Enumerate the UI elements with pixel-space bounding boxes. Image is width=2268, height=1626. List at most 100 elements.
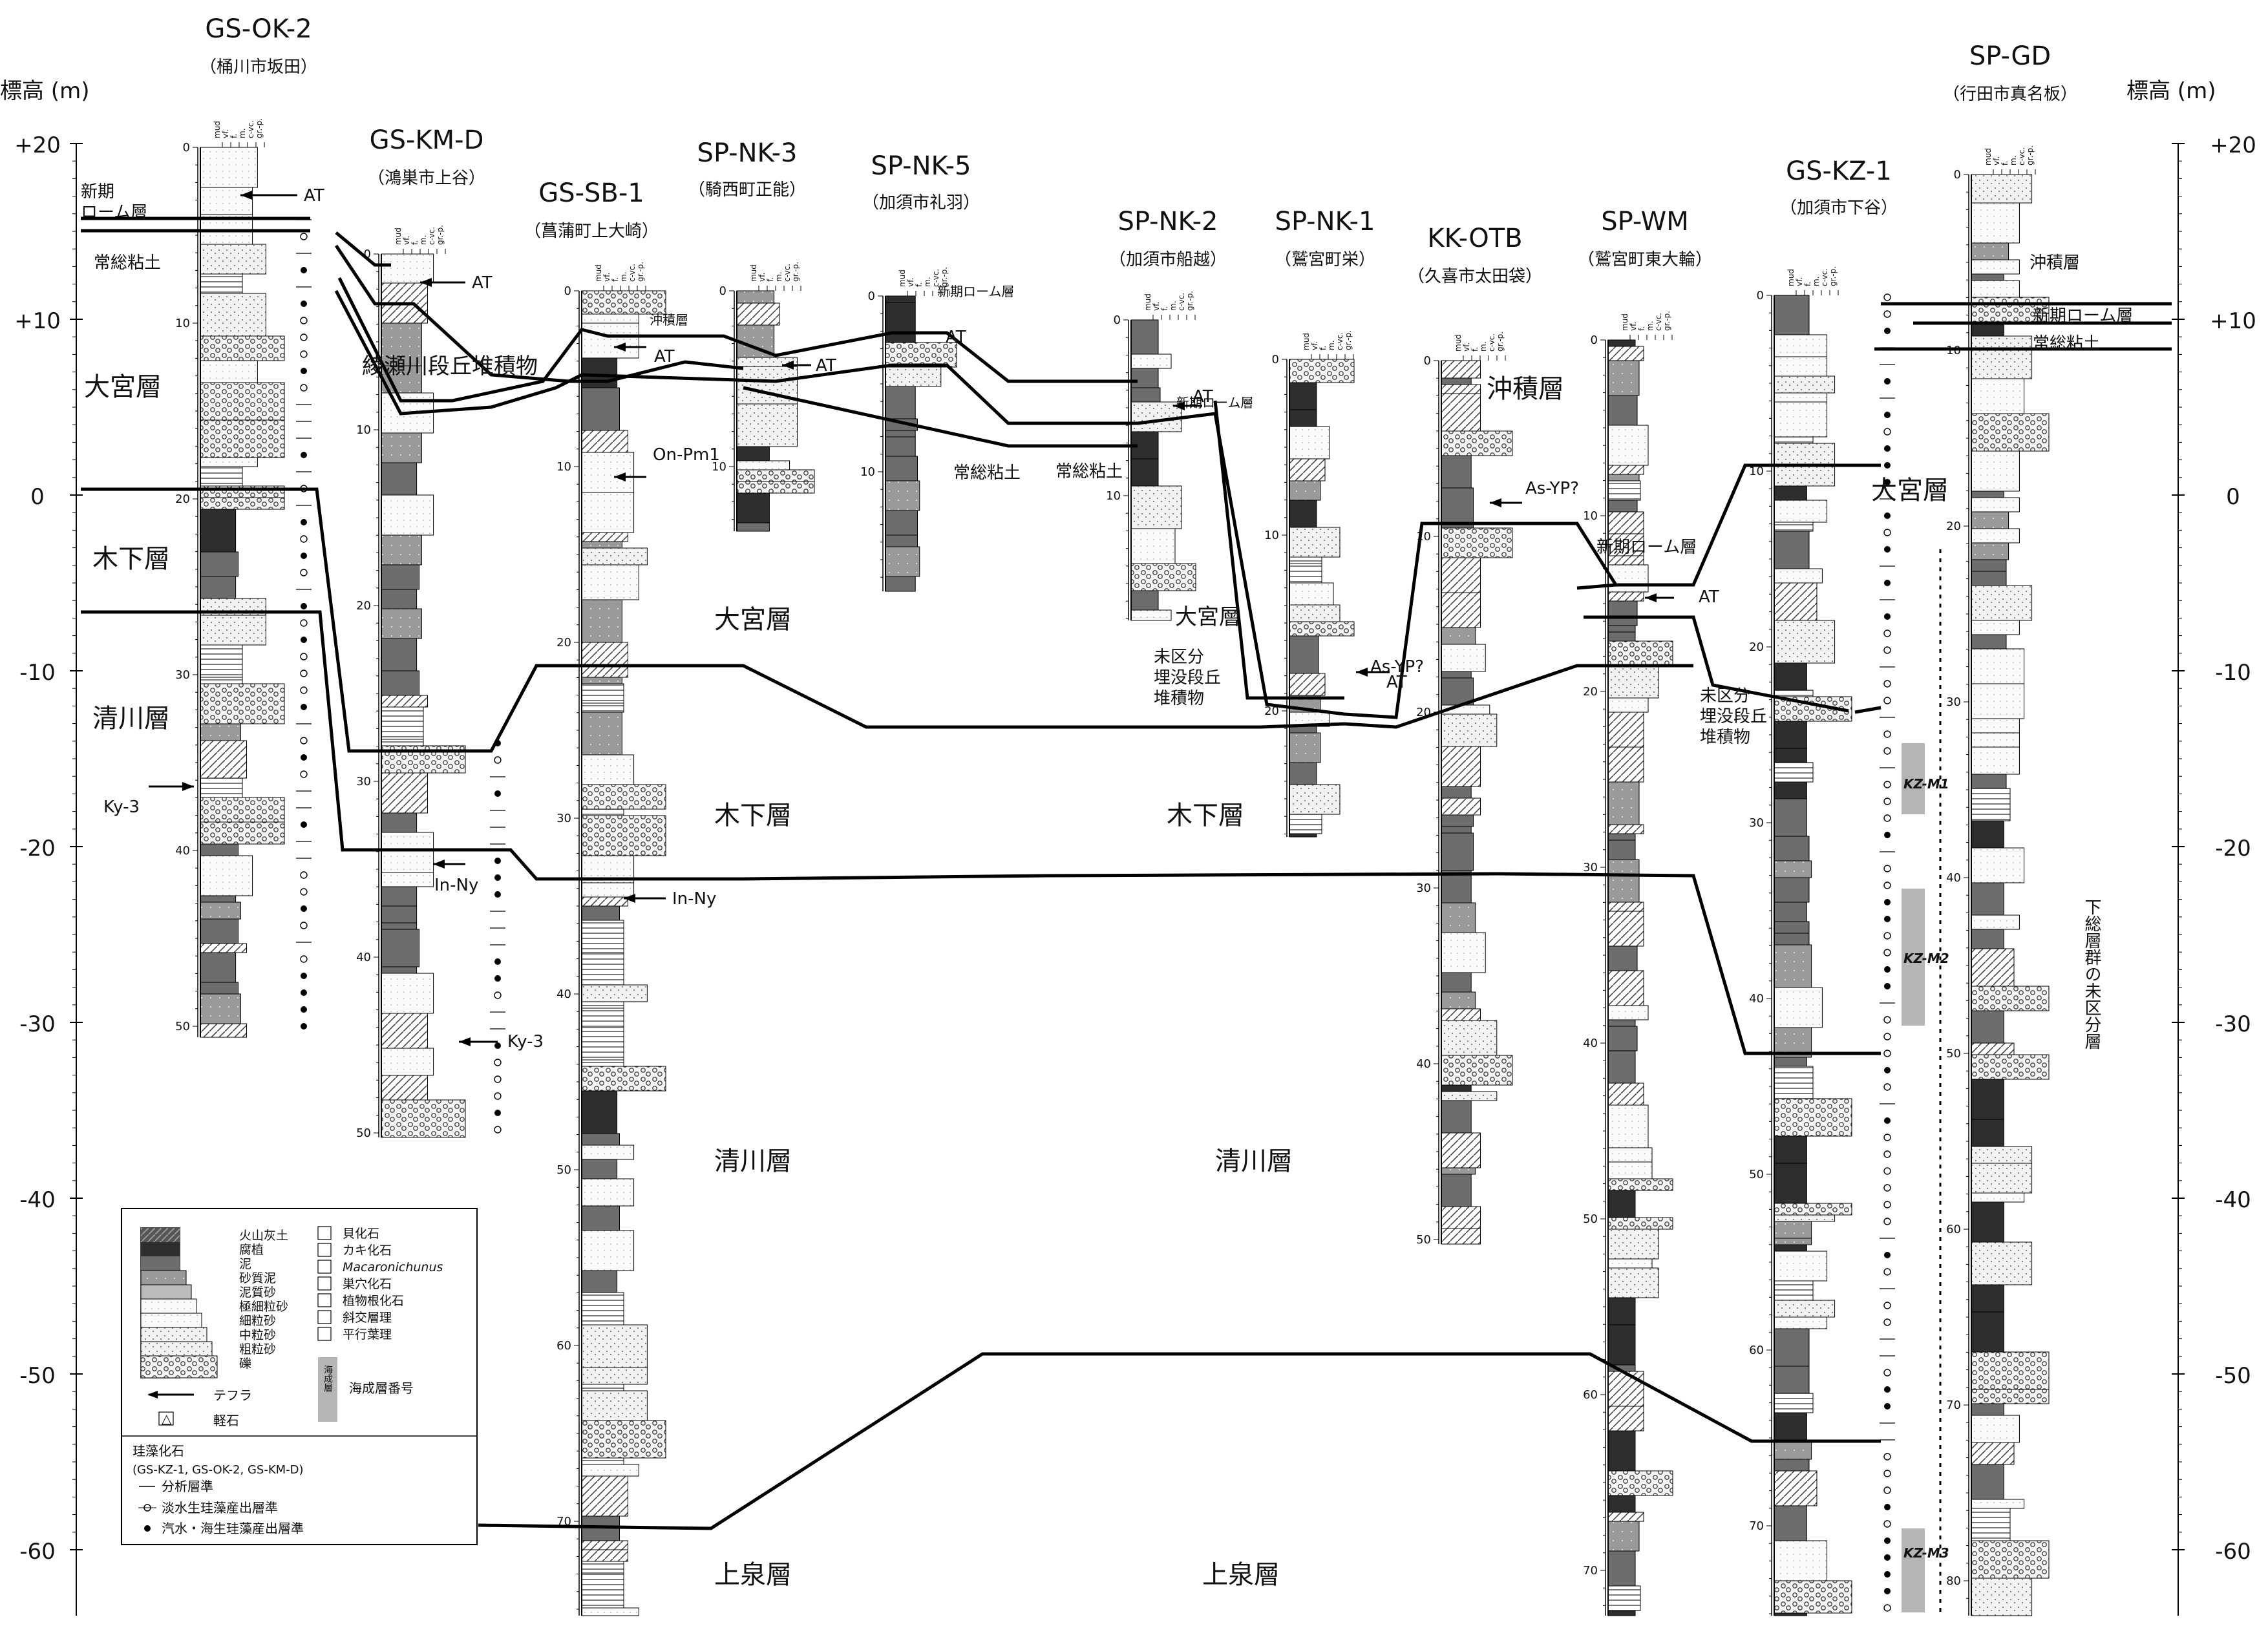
stratum-layer [200,187,253,215]
freshwater-diatom-mark [300,384,308,392]
brackish-diatom-mark [1884,1504,1891,1510]
depth-label: 30 [556,812,571,825]
stratum-layer [1971,491,2004,498]
stratum-layer [1289,784,1341,815]
stratum-layer [381,929,419,967]
tephra-inny-kmd: In-Ny [434,876,478,895]
stratum-layer [381,886,418,907]
stratum-layer [1441,932,1486,973]
freshwater-diatom-mark [1883,797,1891,805]
stratum-layer [1971,1389,2050,1404]
column-header-label: gr.-p. [636,262,645,282]
stratum-layer [1289,673,1326,696]
stratum-layer [1774,1163,1807,1204]
column-header-label: m. [1812,276,1821,286]
stratum-layer [1289,582,1334,606]
title-gs-kz-1: GS-KZ-1 [1786,156,1892,186]
freshwater-diatom-mark [494,1126,502,1134]
legend-diatom-2: 淡水生珪藻産出層準 [162,1500,278,1515]
stratum-layer [1607,911,1644,947]
stratum-layer [1441,384,1481,394]
legend-lithology-item: 火山灰土 [239,1229,288,1243]
stratum-layer [1607,1470,1673,1496]
stratum-layer [1607,395,1638,426]
stratum-layer [1774,334,1828,357]
column-header-label: mud [213,121,222,138]
stratum-layer [1971,732,2020,748]
axis-title-left: 標高 (m) [0,78,89,104]
column-header-label: mud [1620,313,1629,331]
stratum-layer [1607,1324,1636,1366]
depth-label: 20 [1749,640,1764,654]
column-header-label: mud [749,264,758,282]
stratum-layer [1774,1251,1828,1282]
stratum-layer [1607,346,1644,361]
stratum-layer [1774,522,1814,532]
stratum-layer [1774,436,1814,444]
depth-label: 0 [868,290,875,303]
stratum-layer [1774,1393,1814,1413]
title-sp-nk-2: SP-NK-2 [1118,207,1218,237]
stratum-layer [581,1066,666,1092]
stratum-layer [200,1023,247,1038]
stratum-layer [736,302,780,326]
depth-label: 10 [556,460,571,474]
stratum-layer [1289,814,1322,834]
brackish-diatom-mark [301,603,307,609]
stratum-layer [581,1292,624,1325]
place-gs-ok-2: （桶川市坂田） [200,58,317,77]
stratum-layer [200,293,266,337]
depth-label: 10 [175,317,190,330]
stratum-layer [1289,635,1319,674]
legend-lithology-item: 砂質泥 [239,1271,276,1285]
tephra-at-ok2: AT [304,186,324,206]
stratum-layer [1971,273,2004,281]
label-omiya-center: 大宮層 [714,605,792,635]
stratum-layer [1607,859,1640,903]
stratum-layer [1774,1540,1828,1581]
label-kamiizumi-right: 上泉層 [1202,1560,1280,1590]
stratum-layer [200,360,258,383]
stratum-layer [581,1540,628,1550]
place-kk-otb: （久喜市太田袋） [1408,267,1542,286]
column-header-label: mud [1302,333,1311,350]
depth-label: 10 [1749,465,1764,478]
legend-symbol-box [317,1310,332,1324]
stratum-layer [1607,631,1636,642]
stratum-layer [200,615,266,646]
stratum-layer [200,993,241,1024]
stratum-layer [885,342,957,368]
right-tick-label: +10 [2210,308,2256,334]
depth-label: 0 [364,248,371,261]
depth-label: 10 [1583,509,1598,523]
column-header-label: m. [774,271,783,282]
brackish-diatom-mark [494,858,501,864]
stratum-layer [1607,1430,1636,1472]
freshwater-diatom-mark [1883,293,1891,301]
stratum-layer [1607,1267,1659,1298]
stratum-layer [1289,604,1341,622]
freshwater-diatom-mark [1883,1201,1891,1209]
depth-label: 0 [564,284,571,298]
stratum-layer [200,466,243,487]
tephra-at-nk2: AT [1192,387,1213,406]
stratum-layer [1607,902,1644,912]
stratum-layer [1774,662,1807,691]
left-tick-label: -40 [19,1187,56,1213]
freshwater-diatom-mark [300,955,308,963]
stratum-layer [1607,1178,1673,1191]
depth-label: 0 [1114,313,1121,327]
stratum-layer [1774,1300,1836,1318]
brackish-diatom-mark [1884,1117,1891,1124]
depth-label: 0 [1591,333,1598,347]
brackish-diatom-mark [1884,1554,1891,1561]
stratum-layer [1971,1508,2011,1541]
legend-symbol-box [317,1243,332,1257]
stratum-layer [1441,677,1474,706]
stratum-layer [1971,297,2050,322]
column-header-label: vf. [758,273,767,282]
label-joso-nk2: 常総粘土 [1055,462,1123,481]
